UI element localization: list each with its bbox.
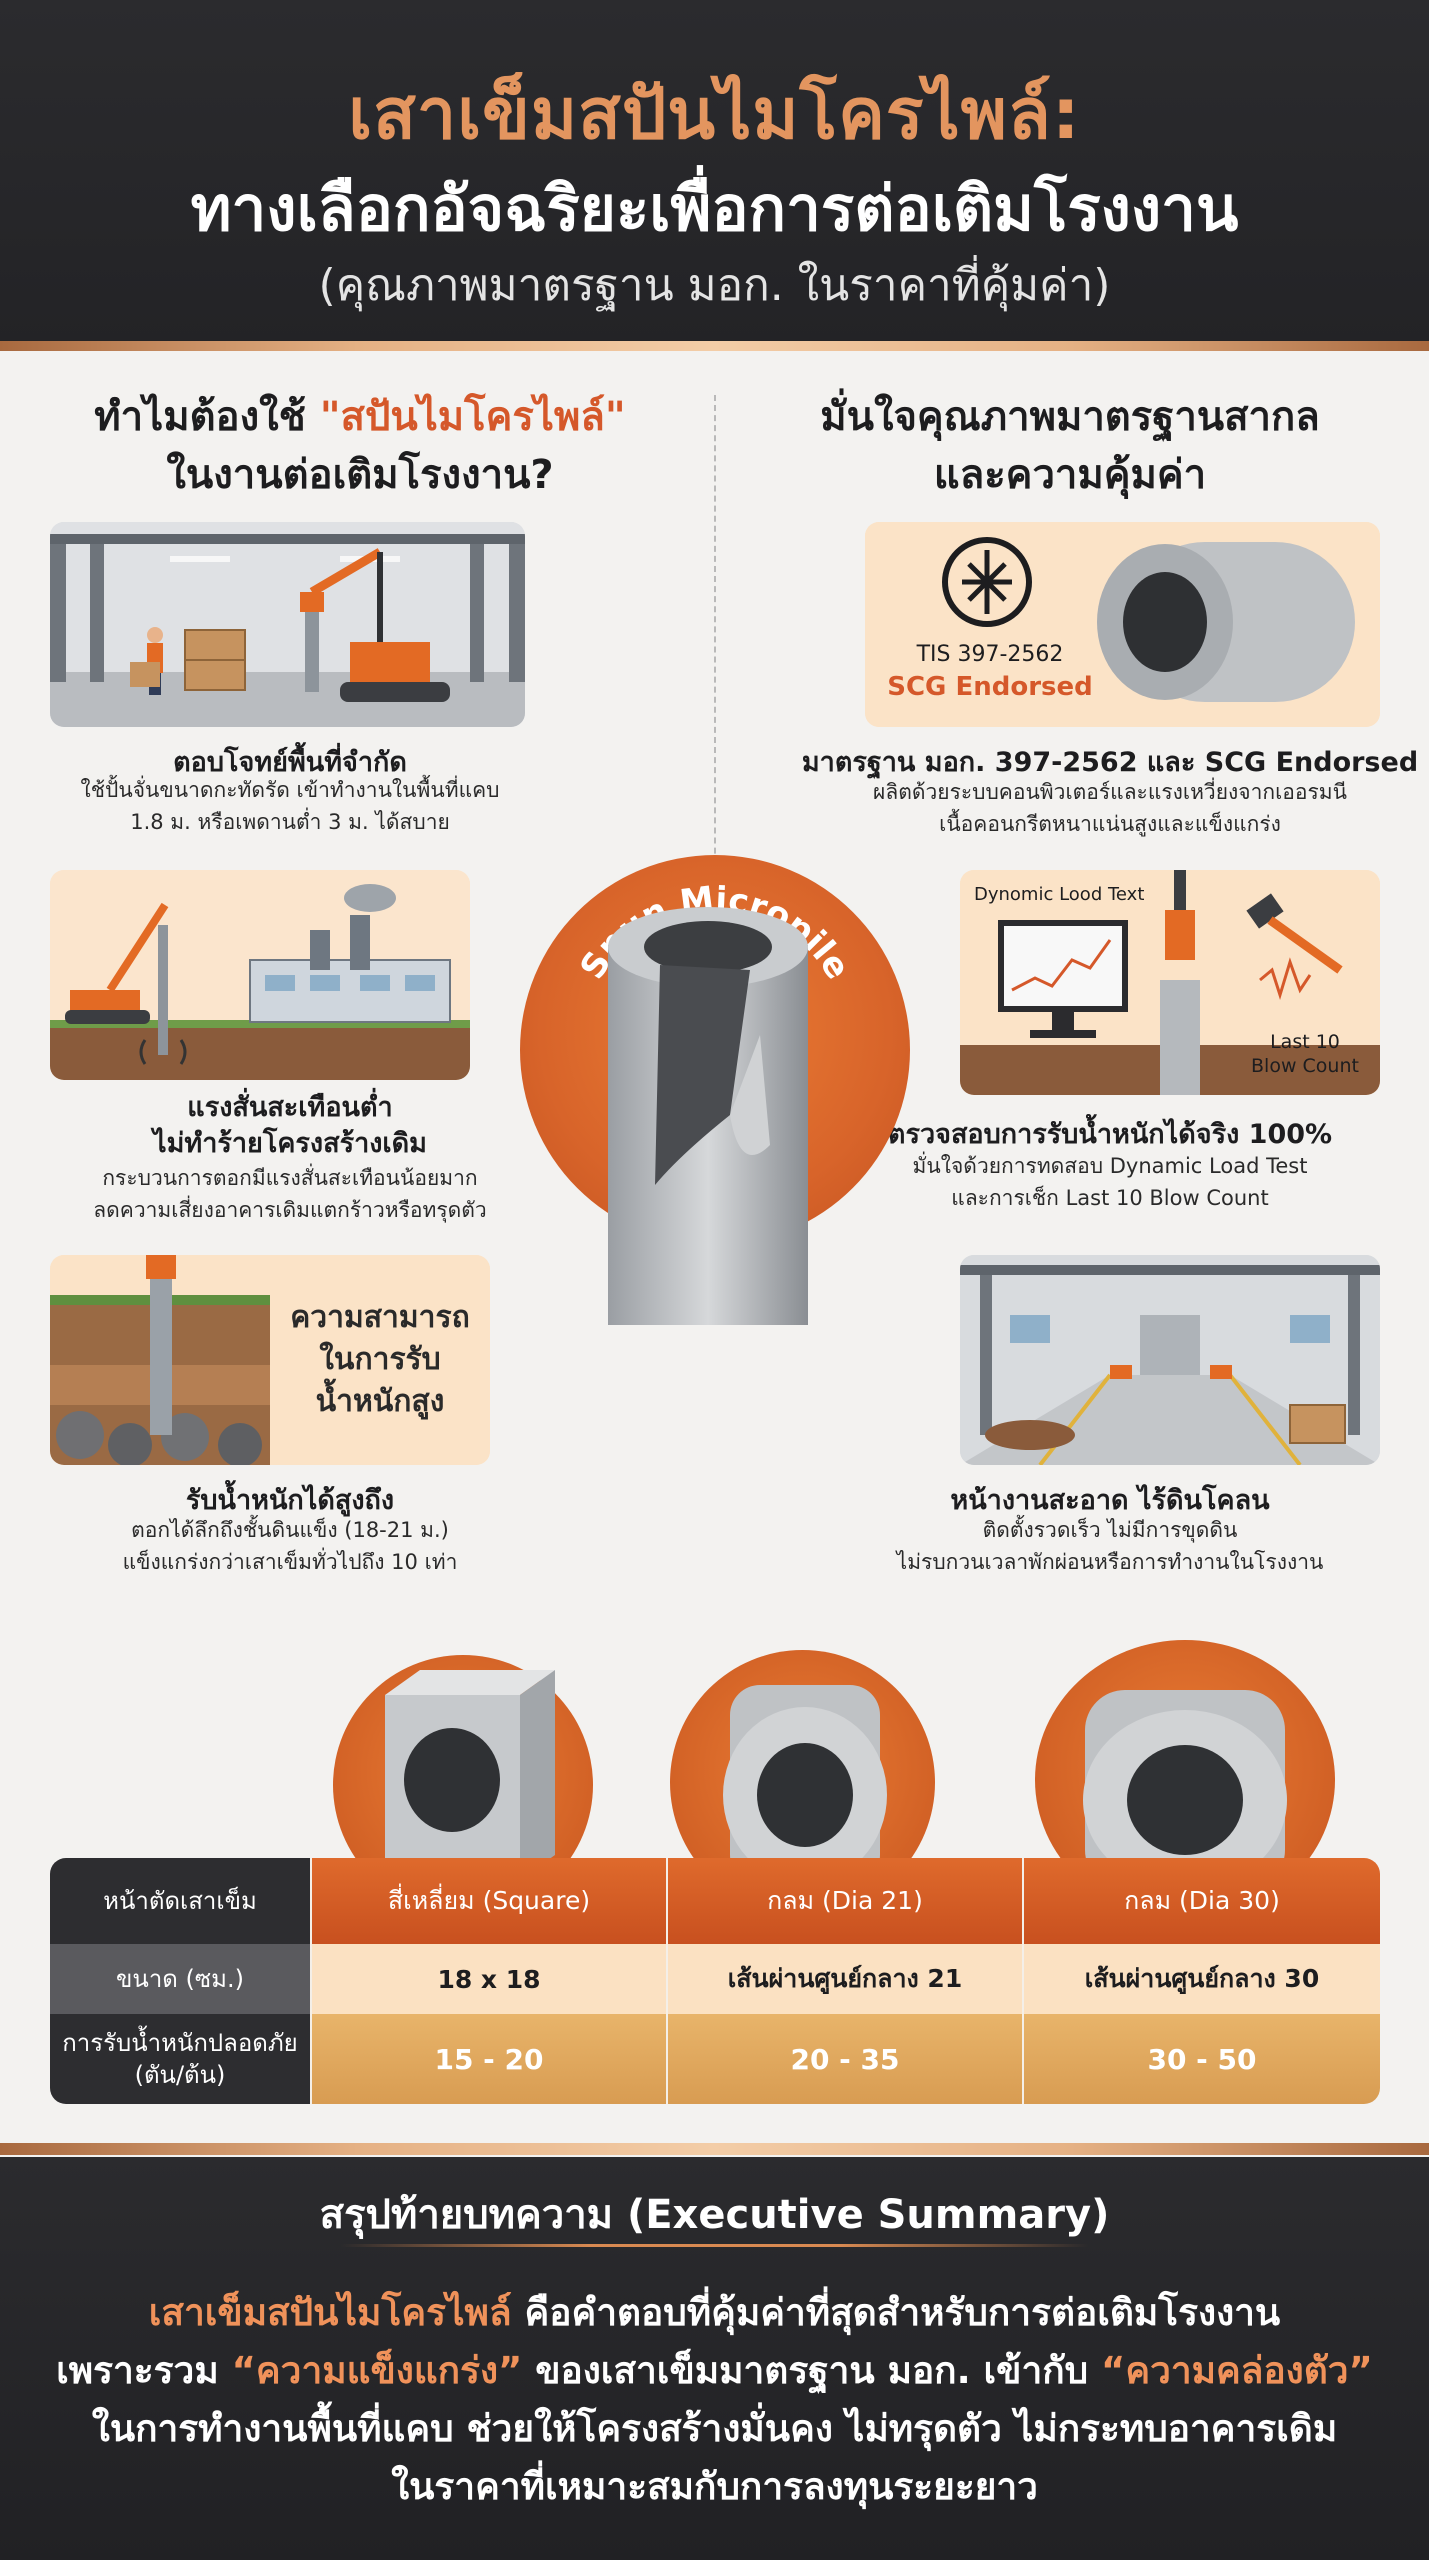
table-cell: 20 - 35 <box>668 2014 1024 2104</box>
dia30-pile-icon <box>1083 1690 1287 1890</box>
low-vibration-illustration <box>50 870 470 1080</box>
summary-line-2: เพราะรวม “ความแข็งแกร่ง” ของเสาเข็มมาตรฐ… <box>56 2349 1373 2392</box>
column-divider <box>714 395 716 1095</box>
tis-code-label: TIS 397-2562 <box>916 642 1064 667</box>
warehouse-crane-illustration <box>50 522 525 727</box>
left-section-heading: ทำไมต้องใช้ "สปันไมโครไพล์" ในงานต่อเติม… <box>94 394 626 498</box>
table-row: ขนาด (ซม.) 18 x 18 เส้นผ่านศูนย์กลาง 21 … <box>50 1944 1380 2014</box>
table-col-dia21: กลม (Dia 21) <box>668 1858 1024 1944</box>
feature-desc: ตอกได้ลึกถึงชั้นดินแข็ง (18-21 ม.) แข็งแ… <box>122 1518 458 1574</box>
load-capacity-illustration: ความสามารถ ในการรับ น้ำหนักสูง <box>50 1255 490 1465</box>
summary-line-4: ในราคาที่เหมาะสมกับการลงทุนระยะยาว <box>391 2465 1038 2508</box>
summary-underline <box>340 2244 1089 2247</box>
summary-line-3: ในการทำงานพื้นที่แคบ ช่วยให้โครงสร้างมั่… <box>91 2407 1338 2450</box>
feature-title: แรงสั่นสะเทือนต่ำ ไม่ทำร้ายโครงสร้างเดิม <box>153 1092 427 1159</box>
copper-divider-top <box>0 341 1429 351</box>
right-section-heading: มั่นใจคุณภาพมาตรฐานสากล และความคุ้มค่า <box>820 394 1320 498</box>
header-banner <box>0 0 1429 345</box>
summary-section <box>0 2157 1429 2560</box>
scg-endorsed-label: SCG Endorsed <box>887 672 1093 702</box>
table-row-label: ขนาด (ซม.) <box>50 1944 312 2014</box>
table-col-square: สี่เหลี่ยม (Square) <box>312 1858 668 1944</box>
table-header-row: หน้าตัดเสาเข็ม สี่เหลี่ยม (Square) กลม (… <box>50 1858 1380 1944</box>
load-capacity-overlay-text: ความสามารถ ในการรับ น้ำหนักสูง <box>290 1300 470 1419</box>
feature-desc: ผลิตด้วยระบบคอนพิวเตอร์และแรงเหวี่ยงจากเ… <box>873 780 1347 836</box>
feature-desc: กระบวนการตอกมีแรงสั่นสะเทือนน้อยมาก ลดคว… <box>93 1166 487 1222</box>
feature-title: ตรวจสอบการรับน้ำหนักได้จริง 100% <box>887 1119 1333 1150</box>
page-subtitle: ทางเลือกอัจฉริยะเพื่อการต่อเติมโรงงาน <box>190 172 1239 245</box>
feature-desc: ติดตั้งรวดเร็ว ไม่มีการขุดดิน ไม่รบกวนเว… <box>896 1518 1324 1574</box>
blow-count-label: Last 10 Blow Count <box>1251 1031 1359 1077</box>
table-cell: 30 - 50 <box>1024 2014 1380 2104</box>
table-cell: 15 - 20 <box>312 2014 668 2104</box>
summary-line-1: เสาเข็มสปันไมโครไพล์ คือคำตอบที่คุ้มค่าท… <box>148 2291 1281 2334</box>
table-header-label: หน้าตัดเสาเข็ม <box>50 1858 312 1944</box>
table-cell: เส้นผ่านศูนย์กลาง 21 <box>668 1944 1024 2014</box>
feature-title: ตอบโจทย์พื้นที่จำกัด <box>173 747 407 778</box>
summary-title: สรุปท้ายบทความ (Executive Summary) <box>319 2192 1110 2238</box>
table-row: การรับน้ำหนักปลอดภัย (ตัน/ต้น) 15 - 20 2… <box>50 2014 1380 2104</box>
feature-title: รับน้ำหนักได้สูงถึง <box>185 1485 395 1516</box>
table-cell: เส้นผ่านศูนย์กลาง 30 <box>1024 1944 1380 2014</box>
dia21-pile-icon <box>723 1685 887 1885</box>
square-pile-icon <box>385 1670 555 1880</box>
dynamic-load-screen-label: Dynomic Lood Text <box>974 884 1145 905</box>
table-col-dia30: กลม (Dia 30) <box>1024 1858 1380 1944</box>
copper-divider-bottom <box>0 2143 1429 2155</box>
feature-title: มาตรฐาน มอก. 397-2562 และ SCG Endorsed <box>801 747 1419 778</box>
clean-site-illustration <box>960 1255 1380 1465</box>
tis-standard-illustration: TIS 397-2562 SCG Endorsed <box>865 522 1380 727</box>
page-tagline: (คุณภาพมาตรฐาน มอก. ในราคาที่คุ้มค่า) <box>318 260 1111 311</box>
dynamic-load-test-illustration: Dynomic Lood Text Last 10 Blow Count <box>960 870 1380 1095</box>
spun-micropile-illustration: Spun Micropile <box>572 879 858 1325</box>
feature-desc: มั่นใจด้วยการทดสอบ Dynamic Load Test และ… <box>912 1154 1308 1210</box>
table-cell: 18 x 18 <box>312 1944 668 2014</box>
feature-desc: ใช้ปั้นจั่นขนาดกะทัดรัด เข้าทำงานในพื้นท… <box>80 778 500 834</box>
table-row-label: การรับน้ำหนักปลอดภัย (ตัน/ต้น) <box>50 2014 312 2104</box>
page-title: เสาเข็มสปันไมโครไพล์: <box>348 73 1081 155</box>
feature-title: หน้างานสะอาด ไร้ดินโคลน <box>950 1485 1270 1516</box>
